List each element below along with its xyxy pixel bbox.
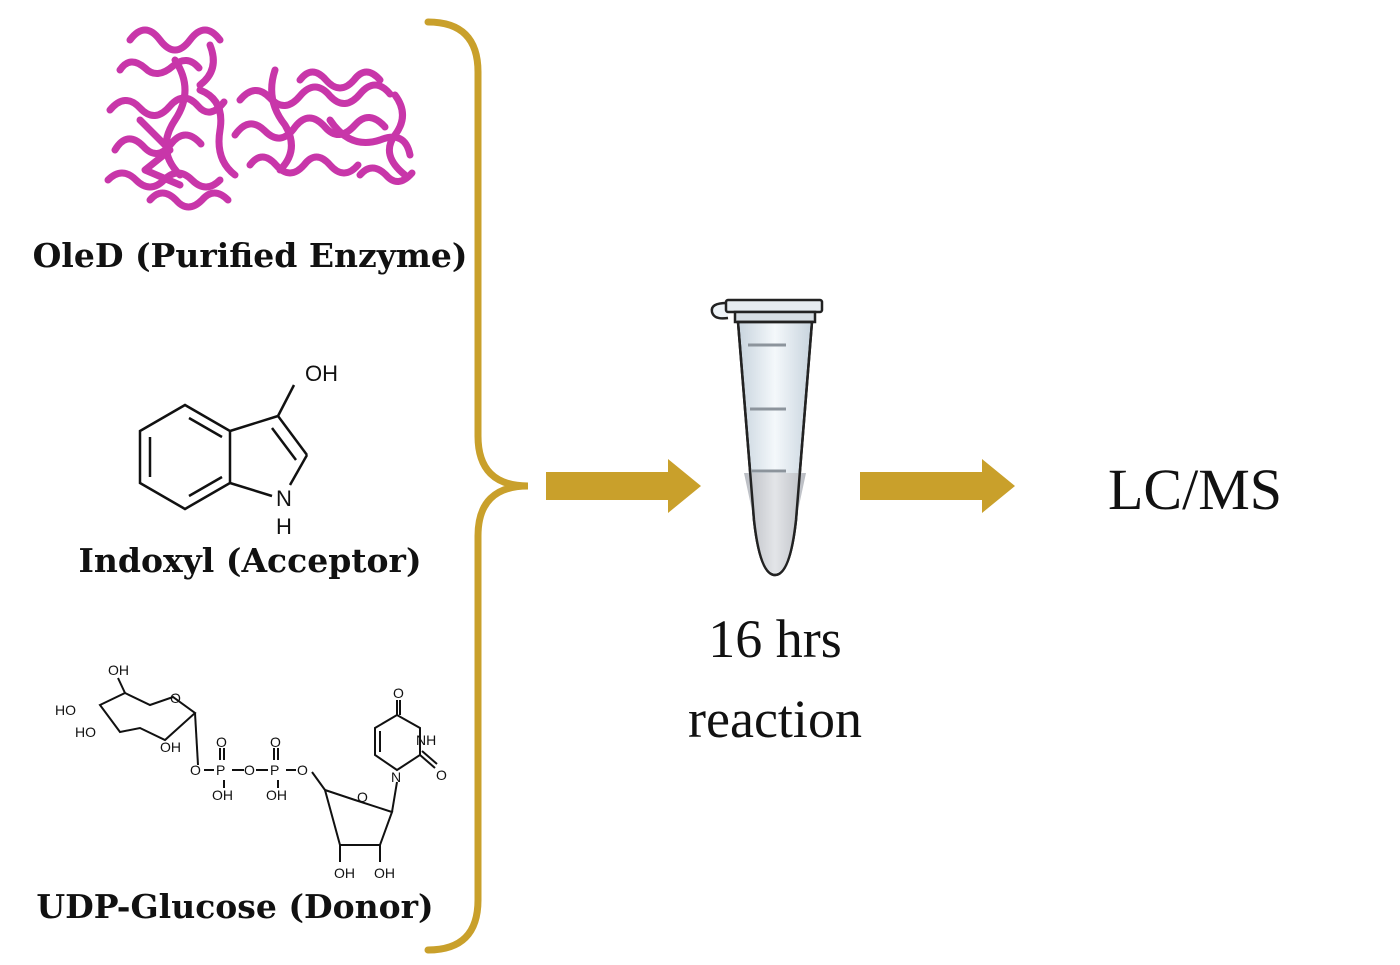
o-atom: O <box>216 734 227 750</box>
p-atom: P <box>270 762 279 778</box>
reaction-caption: reaction <box>688 689 862 749</box>
acceptor-label: Indoxyl (Acceptor) <box>78 541 422 580</box>
oh-atom: OH <box>108 662 129 678</box>
lcms-label: LC/MS <box>1107 457 1283 522</box>
o-atom: O <box>190 762 201 778</box>
oh-atom: OH <box>160 739 181 755</box>
o-atom: O <box>393 685 404 701</box>
p-atom: P <box>216 762 225 778</box>
o-atom: O <box>270 734 281 750</box>
ho-atom: HO <box>75 724 96 740</box>
oh-atom: OH <box>334 865 355 881</box>
oh-atom: OH <box>374 865 395 881</box>
donor-label: UDP-Glucose (Donor) <box>36 887 434 926</box>
oh-atom: OH <box>266 787 287 803</box>
n-atom: N <box>276 486 292 511</box>
oh-atom: OH <box>212 787 233 803</box>
n-atom: N <box>391 769 401 785</box>
o-atom: O <box>244 762 255 778</box>
h-atom: H <box>276 514 292 539</box>
enzyme-label: OleD (Purified Enzyme) <box>32 236 468 275</box>
ho-atom: HO <box>55 702 76 718</box>
o-atom: O <box>436 767 447 783</box>
nh-atom: NH <box>416 732 436 748</box>
reaction-time: 16 hrs <box>708 609 842 669</box>
o-atom: O <box>170 690 181 706</box>
o-atom: O <box>357 789 368 805</box>
o-atom: O <box>297 762 308 778</box>
oh-atom: OH <box>305 361 338 386</box>
